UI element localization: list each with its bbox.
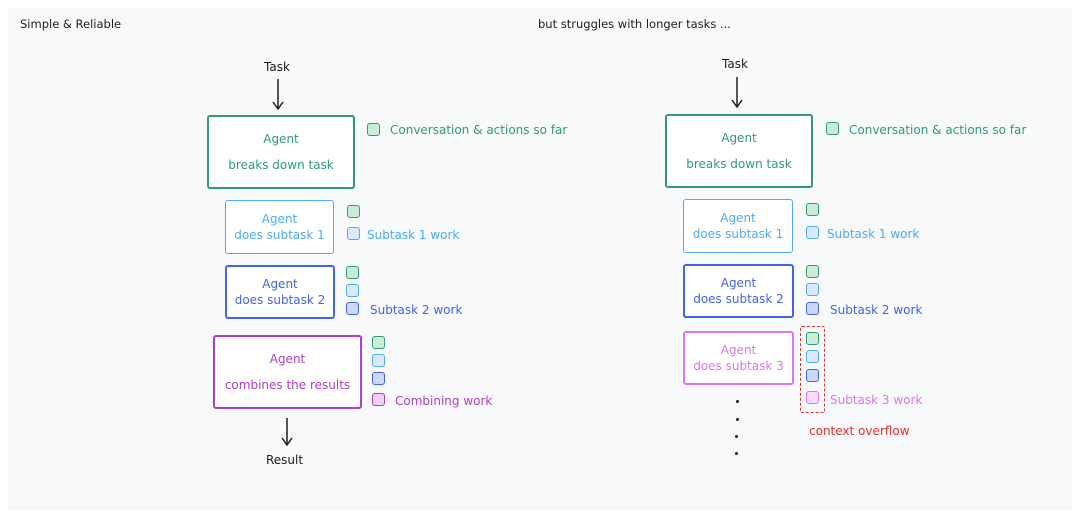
right-root-agent-title: Agent	[721, 131, 757, 145]
left-subtask1-agent-desc: does subtask 1	[234, 228, 325, 242]
left-combine-chip-label: Combining work	[395, 394, 493, 408]
right-subtask1-agent-box: Agent does subtask 1	[683, 199, 793, 253]
right-subtask1-work-chip	[806, 226, 819, 239]
right-subtask1-chip-label: Subtask 1 work	[827, 227, 920, 241]
left-root-agent-box: Agent breaks down task	[207, 115, 355, 189]
left-combine-context-chip	[372, 336, 385, 349]
left-combine-subtask2-chip	[372, 372, 385, 385]
left-subtask2-context-chip	[346, 266, 359, 279]
right-subtask1-context-chip	[806, 203, 819, 216]
continuation-dot	[736, 400, 739, 403]
right-subtask1-agent-desc: does subtask 1	[692, 227, 784, 241]
left-subtask1-work-chip	[347, 227, 360, 240]
left-root-context-chip	[367, 123, 380, 136]
right-subtask2-agent-box: Agent does subtask 2	[683, 264, 794, 318]
left-subtask2-work-chip	[346, 302, 359, 315]
right-subtask3-agent-box: Agent does subtask 3	[683, 331, 794, 385]
left-root-agent-desc: breaks down task	[228, 158, 334, 172]
right-subtask3-context-chip	[806, 332, 819, 345]
right-subtask3-agent-title: Agent	[720, 343, 757, 357]
right-root-agent-desc: breaks down task	[686, 157, 792, 171]
left-combine-agent-title: Agent	[269, 352, 306, 366]
left-subtask2-agent-box: Agent does subtask 2	[225, 265, 335, 319]
left-subtask2-prior-chip	[346, 284, 359, 297]
left-subtask1-chip-label: Subtask 1 work	[367, 228, 460, 242]
left-subtask1-agent-box: Agent does subtask 1	[225, 200, 334, 254]
right-subtask2-agent-desc: does subtask 2	[693, 292, 784, 306]
left-heading: Simple & Reliable	[20, 17, 122, 31]
left-combine-agent-desc: combines the results	[224, 378, 351, 392]
left-subtask2-agent-desc: does subtask 2	[234, 293, 326, 307]
right-subtask2-agent-title: Agent	[720, 276, 757, 290]
left-combine-work-chip	[372, 393, 385, 406]
diagram-canvas: Simple & Reliable Task Agent breaks down…	[8, 8, 1072, 511]
left-root-chip-label: Conversation & actions so far	[390, 123, 568, 137]
right-subtask1-agent-title: Agent	[720, 211, 756, 225]
left-task-arrow	[272, 79, 284, 111]
right-subtask2-prior-chip	[806, 283, 819, 296]
left-subtask1-context-chip	[347, 205, 360, 218]
right-subtask2-context-chip	[806, 265, 819, 278]
right-subtask3-agent-desc: does subtask 3	[693, 359, 784, 373]
right-root-context-chip	[826, 122, 839, 135]
context-overflow-label: context overflow	[809, 424, 910, 438]
continuation-dot	[735, 452, 738, 455]
continuation-dot	[735, 435, 738, 438]
left-combine-subtask1-chip	[372, 354, 385, 367]
left-combine-agent-box: Agent combines the results	[213, 335, 362, 409]
right-subtask3-subtask1-chip	[806, 350, 819, 363]
right-subtask3-chip-label: Subtask 3 work	[830, 393, 923, 407]
left-subtask2-chip-label: Subtask 2 work	[370, 303, 463, 317]
left-result-arrow	[281, 418, 293, 447]
left-subtask2-agent-title: Agent	[262, 277, 298, 291]
context-overflow-frame	[800, 326, 825, 413]
left-root-agent-title: Agent	[263, 132, 299, 146]
right-subtask2-chip-label: Subtask 2 work	[830, 303, 923, 317]
left-task-label: Task	[264, 60, 290, 74]
left-result-label: Result	[266, 453, 304, 467]
left-subtask1-agent-title: Agent	[261, 212, 298, 226]
right-subtask2-work-chip	[806, 302, 819, 315]
right-root-chip-label: Conversation & actions so far	[849, 123, 1027, 137]
right-subtask3-subtask2-chip	[806, 369, 819, 382]
right-task-arrow	[731, 77, 743, 109]
right-root-agent-box: Agent breaks down task	[665, 114, 813, 188]
continuation-dot	[736, 418, 739, 421]
right-task-label: Task	[722, 57, 748, 71]
right-heading: but struggles with longer tasks ...	[538, 17, 731, 31]
right-subtask3-work-chip	[806, 391, 819, 404]
